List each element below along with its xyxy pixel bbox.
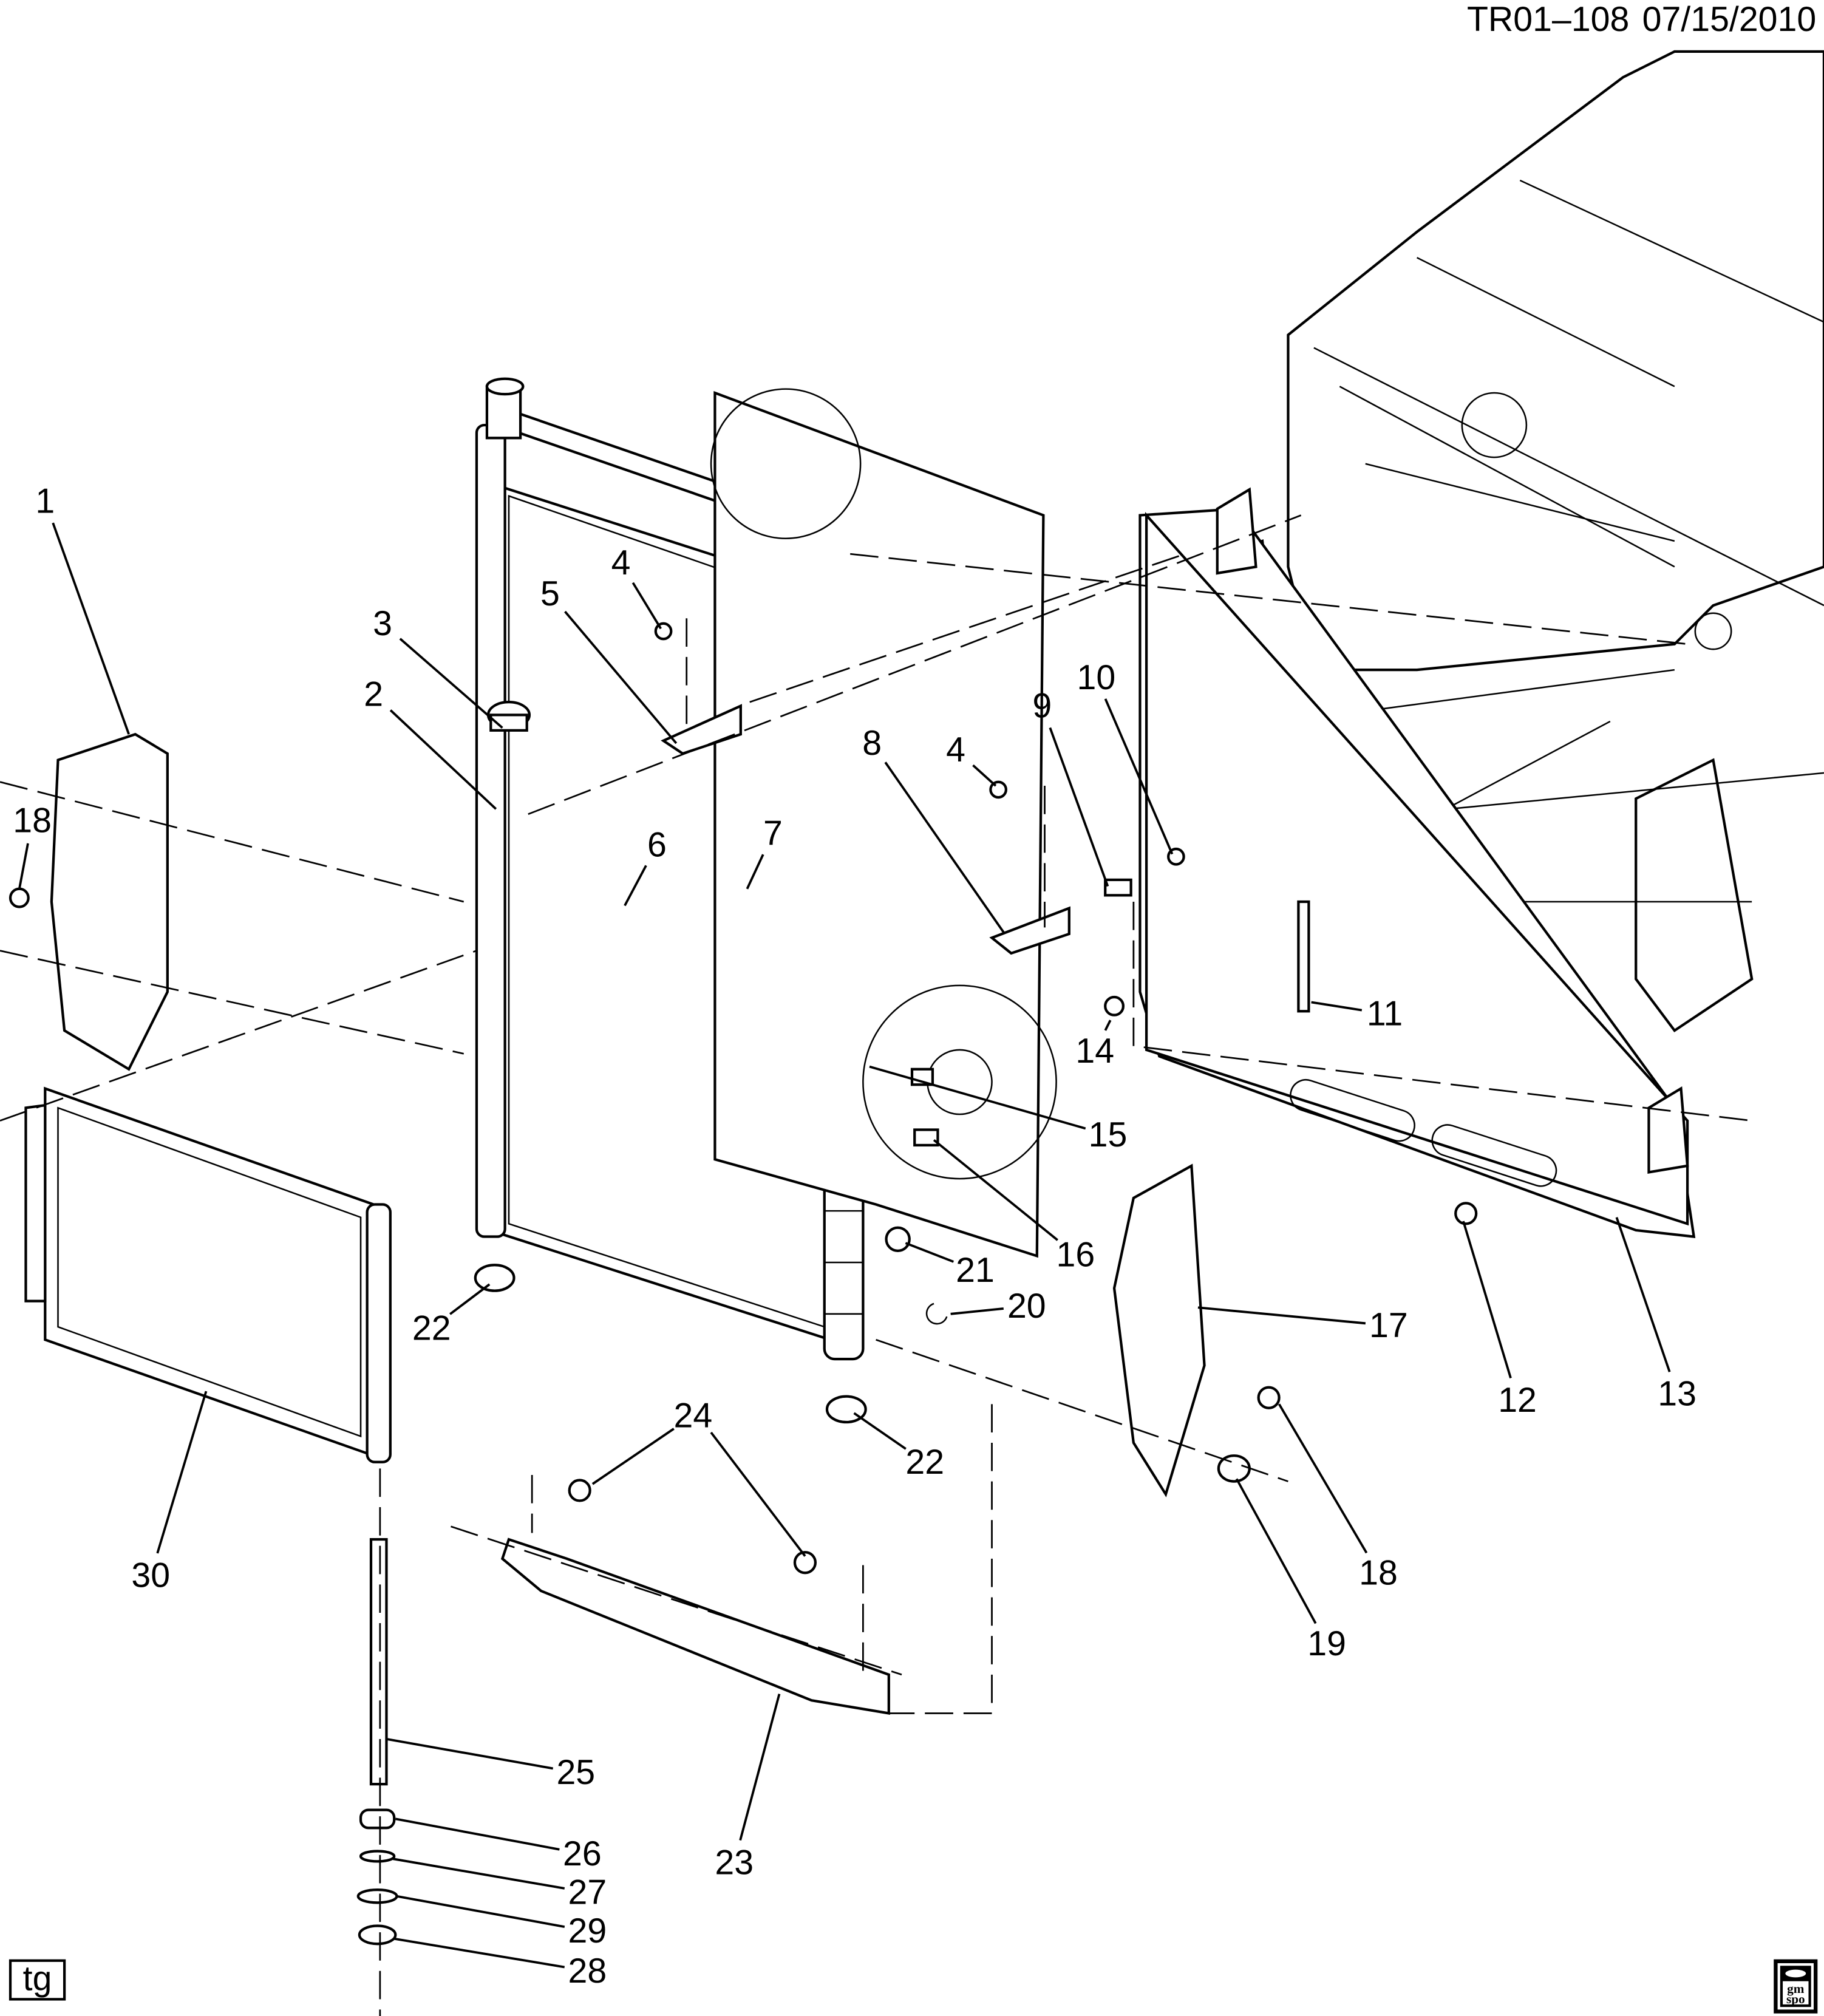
callout-28: 28 [568,1952,607,1990]
callout-24: 24 [674,1397,713,1435]
leader-line [386,1738,554,1770]
callout-22: 22 [412,1309,451,1347]
leader-line [1235,1478,1317,1624]
callout-20: 20 [1007,1287,1046,1326]
svg-text:gm: gm [1787,1981,1805,1996]
leader-line [972,764,997,787]
callout-6: 6 [647,826,667,865]
callout-9: 9 [1032,687,1052,726]
leader-line [399,638,503,729]
leader-line [1278,1403,1368,1554]
callout-15: 15 [1089,1115,1128,1154]
leader-line [1049,727,1109,887]
callout-18: 18 [1359,1553,1398,1592]
callout-11: 11 [1367,995,1403,1034]
callout-10: 10 [1077,658,1116,697]
lower-baffle [500,1538,890,1715]
leader-line [393,1937,565,1969]
callout-18: 18 [13,801,52,840]
callout-4: 4 [946,730,965,769]
gm-spo-logo: gm spo [1774,1959,1818,2014]
leader-line [1615,1217,1671,1372]
leader-line [950,1307,1004,1315]
lower-crossmember [1138,487,1696,1238]
leader-line [869,1065,1086,1130]
leader-line [853,1412,907,1450]
leader-line [389,709,497,810]
leader-line [395,1817,560,1851]
callout-12: 12 [1498,1381,1537,1420]
hardware [9,622,1478,1946]
callout-7: 7 [763,814,783,853]
leader-line [1197,1306,1366,1325]
callout-8: 8 [862,724,882,763]
leader-line [156,1391,208,1554]
leader-line [933,1139,1058,1241]
leader-line [396,1895,565,1929]
callout-25: 25 [556,1753,595,1792]
callout-17: 17 [1369,1306,1408,1345]
leader-line [884,761,1006,935]
right-air-deflector [1112,1163,1206,1497]
callout-14: 14 [1075,1032,1114,1071]
corner-tag-box [9,1959,66,2001]
corner-tag: tg [23,1960,52,1998]
leader-line [1104,698,1174,855]
callout-23: 23 [715,1844,754,1882]
callout-5: 5 [540,574,560,613]
callout-13: 13 [1658,1374,1696,1413]
callout-4: 4 [611,543,631,582]
leader-line [392,1858,565,1890]
leader-line [631,582,662,630]
callout-27: 27 [568,1873,607,1912]
callout-30: 30 [131,1556,170,1595]
condenser [24,1086,392,1463]
leader-line [905,1242,955,1263]
leader-line [52,522,130,735]
left-air-deflector [50,732,169,1071]
fan-shroud [710,388,1057,1258]
leader-line [591,1428,675,1485]
alignment-lines [0,514,1752,2016]
leader-line [449,1283,491,1315]
leader-line [1462,1221,1512,1378]
callout-16: 16 [1057,1235,1095,1274]
callout-3: 3 [373,604,392,643]
callout-29: 29 [568,1912,607,1950]
leader-line [1311,1001,1363,1012]
callout-21: 21 [956,1251,995,1290]
leader-line [746,854,764,890]
callout-2: 2 [364,675,383,714]
leader-line [564,610,678,744]
leader-line [624,865,647,907]
leader-line [1104,1020,1112,1031]
callout-1: 1 [35,482,55,520]
callout-19: 19 [1307,1624,1346,1663]
callout-26: 26 [563,1834,602,1873]
leader-line [18,843,29,890]
leader-line [739,1694,781,1841]
svg-text:spo: spo [1786,1992,1805,2006]
callout-22: 22 [905,1443,944,1482]
leader-line [710,1431,806,1557]
